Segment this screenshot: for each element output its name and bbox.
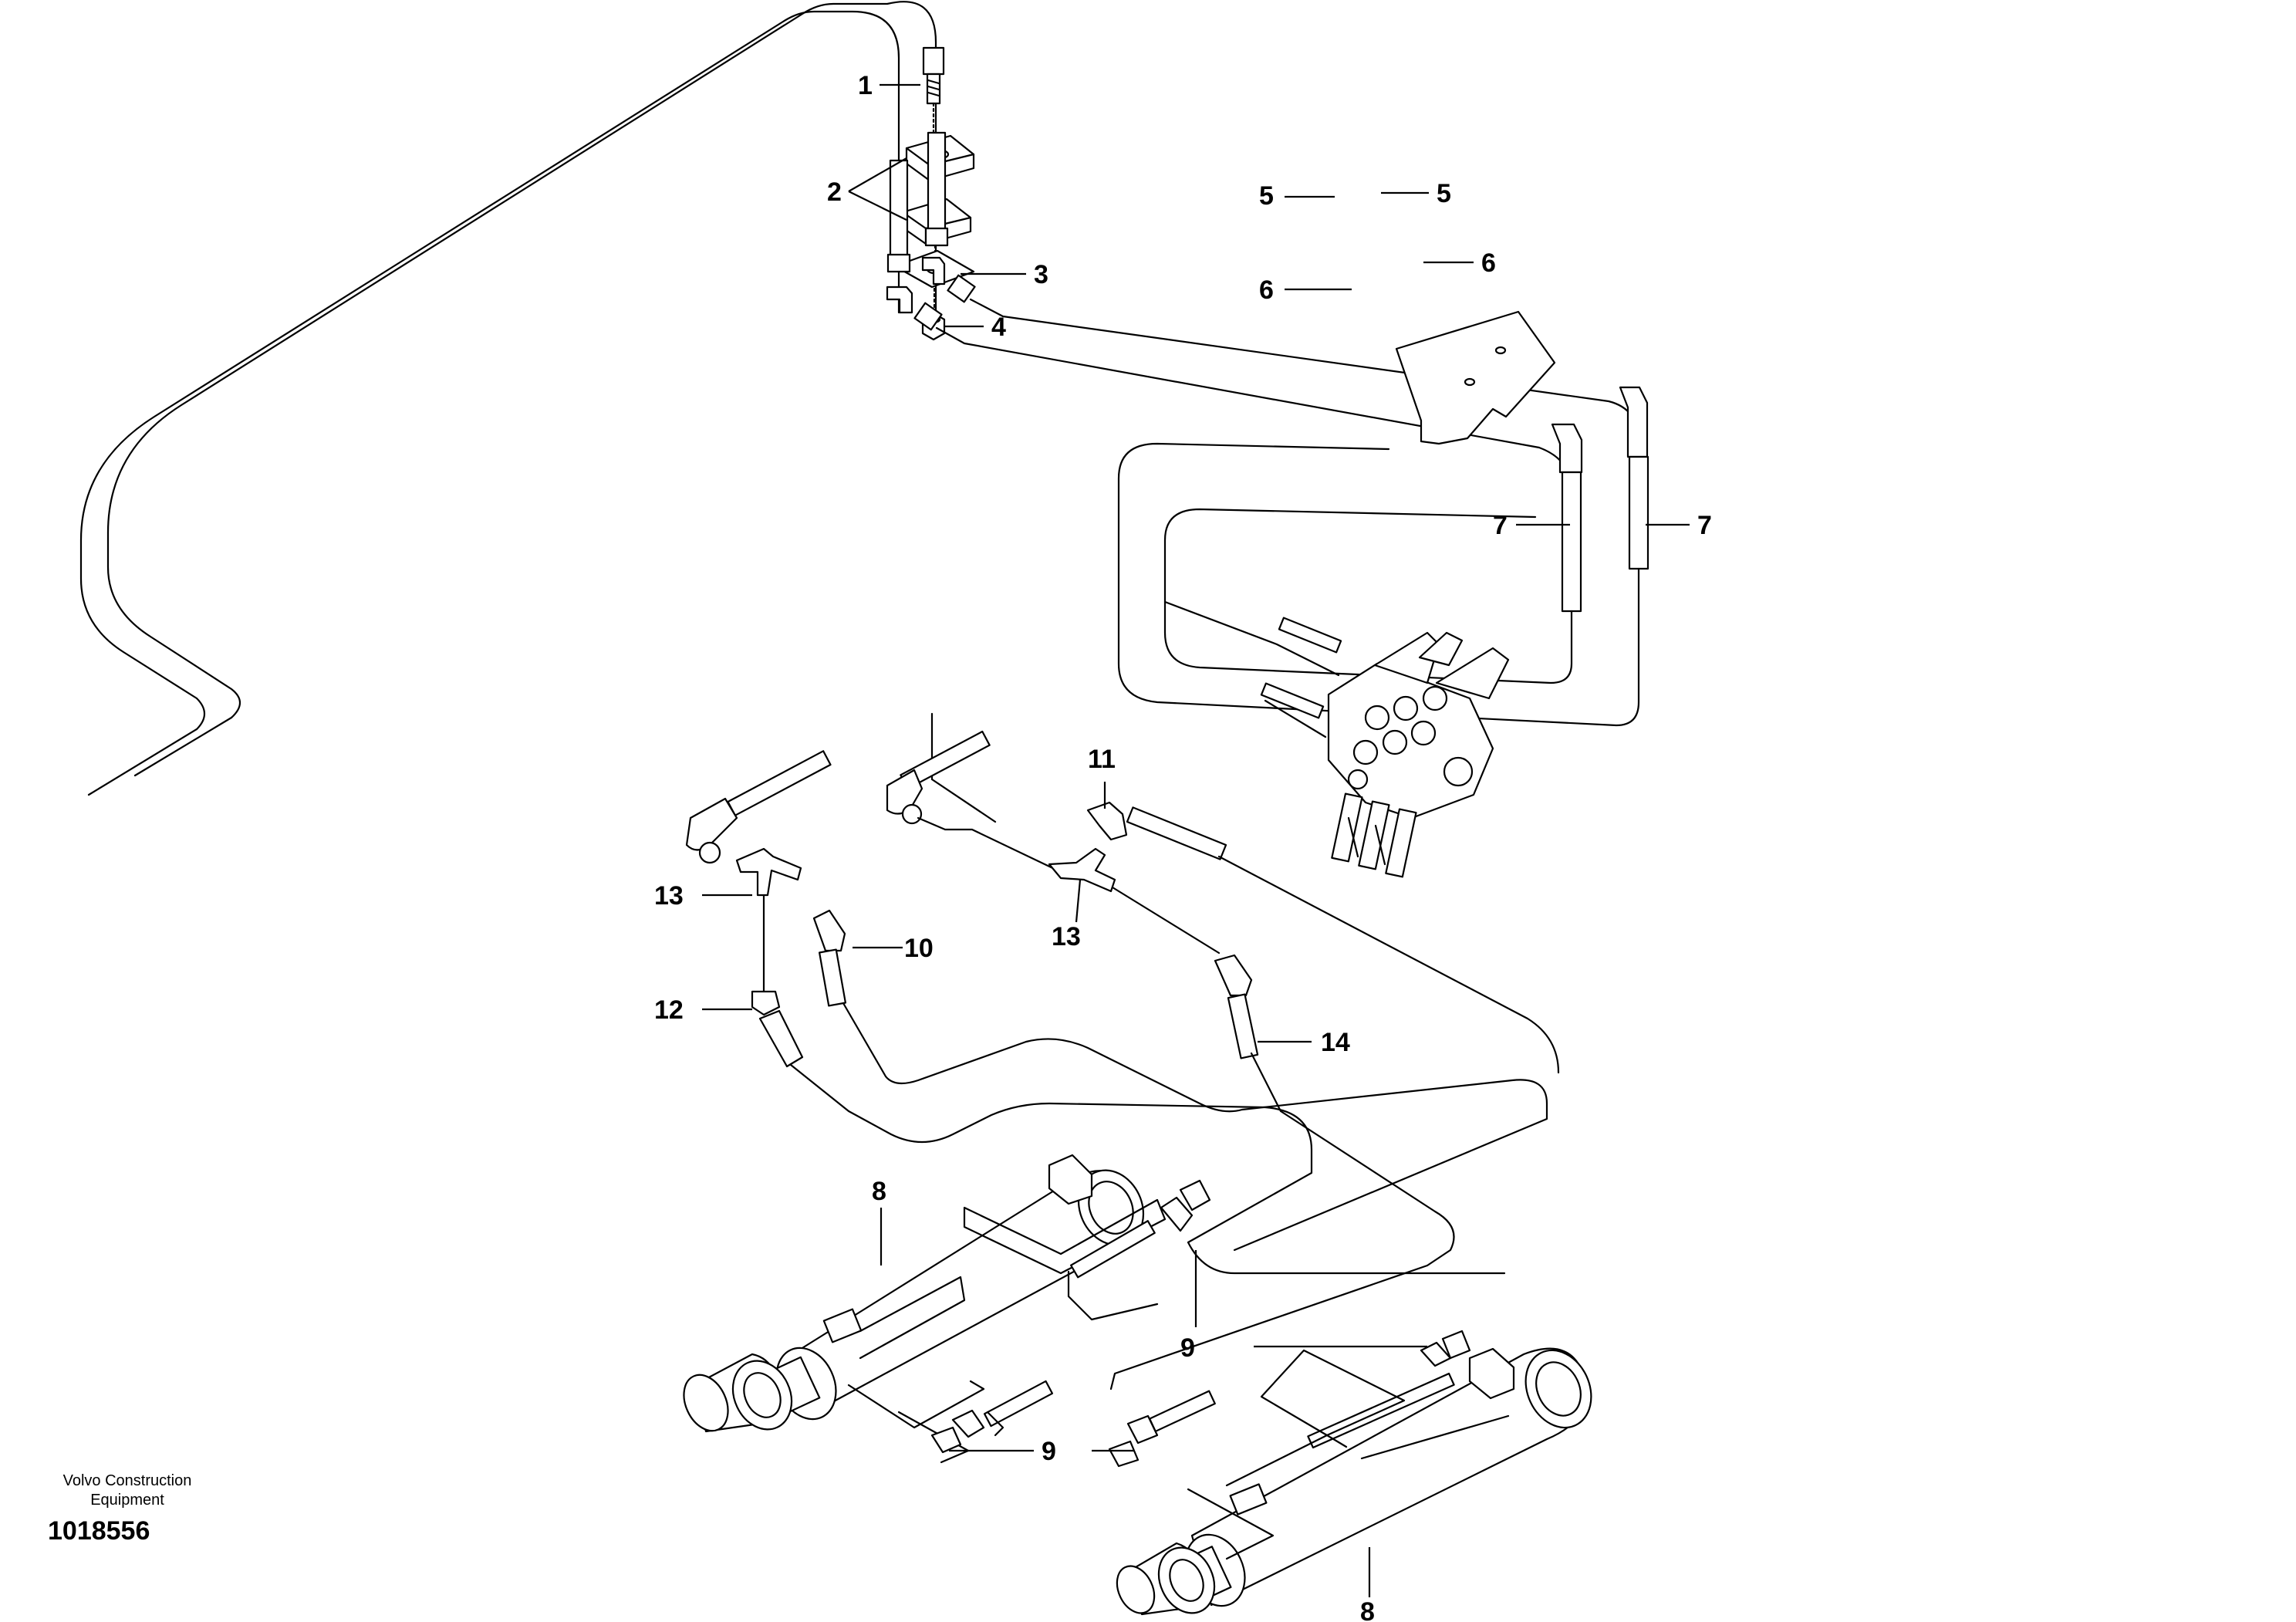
callout-14: 14 — [1321, 1028, 1350, 1057]
elbow-12-icon — [751, 990, 781, 1016]
bolt-head-icon — [922, 46, 945, 76]
callout-6-left: 6 — [1259, 275, 1274, 305]
callout-7-right: 7 — [1697, 511, 1712, 540]
control-valve — [1260, 617, 1510, 878]
hose-7-left-icon — [1561, 471, 1582, 613]
callout-8-right: 8 — [1360, 1597, 1375, 1622]
callout-1: 1 — [858, 71, 873, 100]
leader-lines — [702, 83, 1690, 1597]
hose-7-right-icon — [1628, 455, 1649, 570]
footer: Volvo Construction Equipment 1018556 — [48, 1472, 191, 1546]
callout-9-upper: 9 — [1180, 1333, 1195, 1363]
brand-line-1: Volvo Construction — [63, 1472, 192, 1489]
callout-5-left: 5 — [1259, 181, 1274, 211]
middle-fittings — [685, 730, 1560, 1391]
callout-5-right: 5 — [1437, 179, 1451, 208]
brand-line-2: Equipment — [90, 1492, 164, 1509]
tee-fitting-left-icon — [735, 847, 802, 897]
document-number: 1018556 — [48, 1516, 150, 1546]
upper-hose-fittings — [886, 131, 1649, 738]
callout-10: 10 — [904, 934, 934, 963]
cylinder-left — [683, 1154, 1167, 1464]
callout-7-left: 7 — [1493, 511, 1508, 540]
callout-13-left: 13 — [654, 881, 684, 911]
callout-8-left: 8 — [872, 1177, 886, 1206]
callout-13-right: 13 — [1052, 922, 1081, 951]
callout-3: 3 — [1034, 260, 1048, 289]
hose-9-upper-icon — [1070, 1220, 1156, 1279]
cylinder-right — [1116, 1330, 1592, 1616]
callout-4: 4 — [991, 313, 1006, 342]
fitting-9-right-icon — [1108, 1440, 1140, 1468]
main-hose-loop — [79, 1, 997, 823]
hose-5-left-icon — [889, 159, 909, 262]
callout-6-right: 6 — [1481, 248, 1496, 278]
callout-labels: 1 2 3 4 5 5 6 6 7 7 8 8 9 9 10 11 12 13 … — [654, 71, 1712, 1622]
callout-12: 12 — [654, 995, 684, 1025]
elbow-11-icon — [1086, 801, 1128, 841]
mounting-bracket-icon — [1395, 310, 1556, 445]
callout-9-lower: 9 — [1042, 1437, 1056, 1466]
elbow-6-left-icon — [886, 286, 913, 314]
parts-9-hoses — [930, 1179, 1216, 1468]
callout-2: 2 — [827, 177, 842, 207]
tee-fitting-right-icon — [1048, 847, 1116, 893]
callout-11: 11 — [1088, 745, 1116, 774]
fitting-9-left-icon — [930, 1426, 962, 1454]
